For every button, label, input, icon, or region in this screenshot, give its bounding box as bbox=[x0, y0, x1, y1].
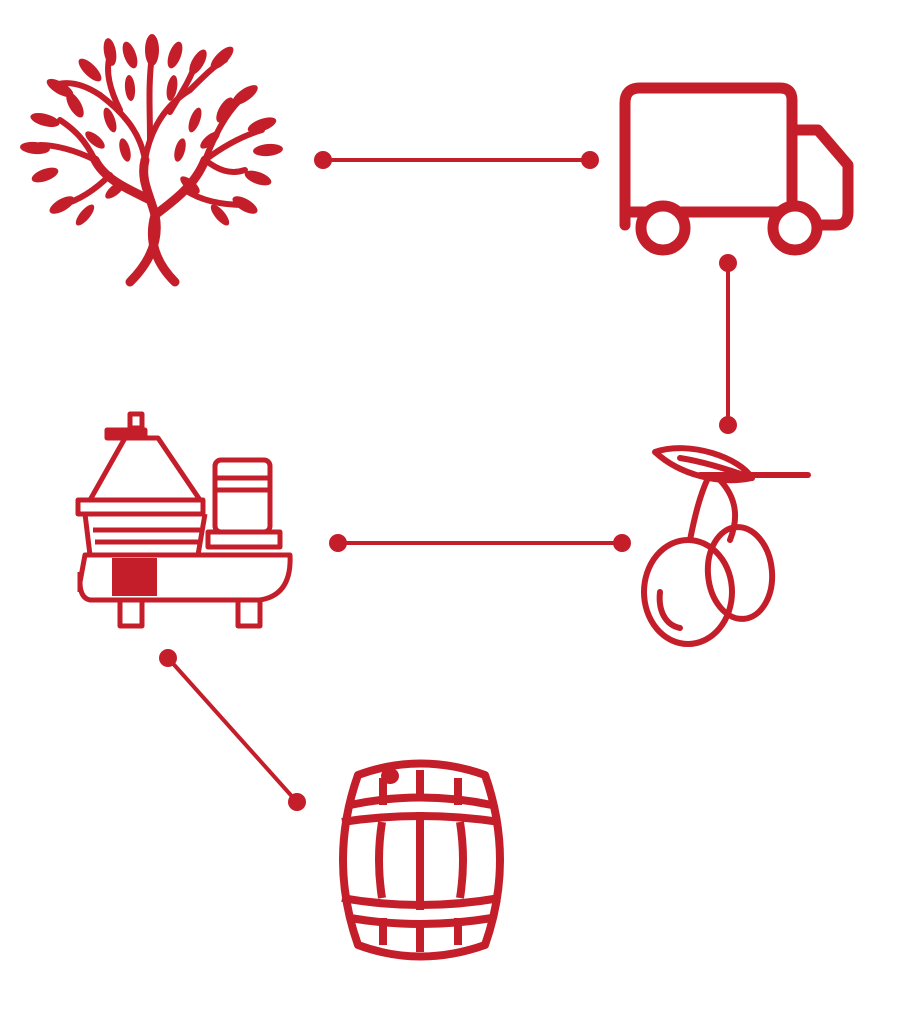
connector-tree-to-truck bbox=[314, 151, 599, 169]
connector-dot bbox=[719, 416, 737, 434]
barrel-icon bbox=[339, 759, 504, 961]
connector-press-to-barrel bbox=[159, 649, 306, 811]
connector-dot bbox=[159, 649, 177, 667]
delivery-truck-icon bbox=[619, 82, 854, 256]
connector-dot bbox=[613, 534, 631, 552]
connector-dot bbox=[581, 151, 599, 169]
connector-truck-to-olives bbox=[719, 254, 737, 434]
connector-dot bbox=[314, 151, 332, 169]
olive-press-machine-icon bbox=[75, 411, 293, 629]
connector-dot bbox=[719, 254, 737, 272]
olive-branch-icon bbox=[641, 445, 811, 647]
connector-dot bbox=[329, 534, 347, 552]
connector-dot bbox=[288, 793, 306, 811]
olive-tree-icon bbox=[20, 34, 283, 287]
connector-olives-to-press bbox=[329, 534, 631, 552]
